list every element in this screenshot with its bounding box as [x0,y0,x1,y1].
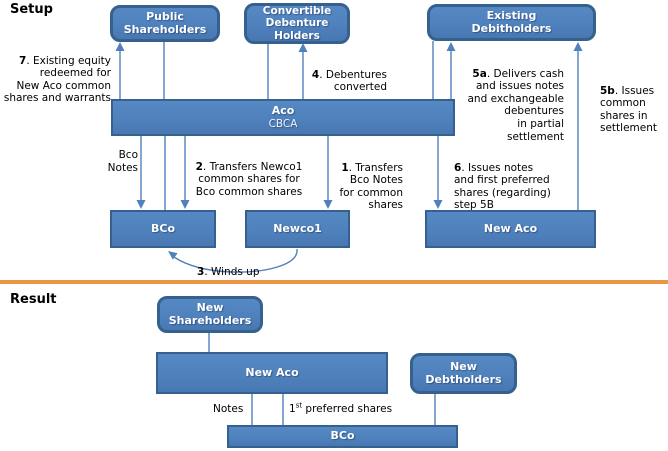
arrowhead-down-step1 [323,200,333,209]
node-aco: Aco CBCA [111,99,455,136]
arrowhead-up-step5a [446,42,456,51]
annotation-step7-text: . Existing equity redeemed for New Aco c… [3,54,111,105]
annotation-step5a: 5a. Delivers cash and issues notes and e… [458,55,564,143]
annotation-step5b-text: . Issues common shares in settlement [600,84,658,135]
annotation-step6-number: 6 [454,161,462,174]
label-notes: Notes [213,403,244,415]
annotation-step3-number: 3 [197,265,205,278]
connector-step3-curve [173,248,298,273]
annotation-step5b-number: 5b [600,84,615,97]
node-aco-subtitle: CBCA [268,117,298,130]
annotation-step6: 6. Issues notes and first preferred shar… [440,149,579,212]
annotation-step4-text: . Debentures converted [319,68,387,94]
node-bco-result: BCo [227,425,458,448]
label-preferred-base: 1 [289,403,296,415]
annotation-step5a-text: . Delivers cash and issues notes and exc… [467,67,564,143]
node-newco1: Newco1 [245,210,350,248]
label-preferred-rest: preferred shares [302,403,393,415]
annotation-step5b: 5b. Issues common shares in settlement [586,72,668,135]
node-convertible-debenture-holders: Convertible Debenture Holders [244,3,350,44]
arrowhead-up-step4 [298,43,308,52]
annotation-step7-number: 7 [19,54,27,67]
node-new-aco-result: New Aco [156,352,388,394]
annotation-bco-notes: Bco Notes [107,149,138,174]
annotation-step1-number: 1 [341,161,349,174]
annotation-step2-number: 2 [195,160,203,173]
annotation-step6-text: . Issues notes and first preferred share… [454,161,551,212]
annotation-step1-text: . Transfers Bco Notes for common shares [339,161,403,212]
node-aco-name: Aco [271,104,295,118]
annotation-step4: 4. Debentures converted [300,56,387,94]
annotation-step4-number: 4 [311,68,320,81]
annotation-step2-text: . Transfers Newco1 common shares for Bco… [195,160,303,198]
node-bco: BCo [110,210,216,248]
section-divider [0,280,668,284]
node-new-aco-setup: New Aco [425,210,596,248]
setup-section-title: Setup [10,2,53,17]
label-preferred-sup: st [295,401,303,410]
annotation-step5a-number: 5a [472,67,487,80]
arrowhead-down-step6 [433,200,443,209]
arrowhead-step3 [168,251,178,260]
annotation-step1: 1. Transfers Bco Notes for common shares [326,149,403,212]
node-public-shareholders: Public Shareholders [110,5,220,42]
label-first-preferred-shares: 1st preferred shares [289,401,393,415]
result-section-title: Result [10,292,57,307]
node-existing-debitholders: Existing Debitholders [427,4,596,41]
annotation-step7: 7. Existing equity redeemed for New Aco … [0,42,111,105]
annotation-step3: 3. Winds up [197,253,277,278]
annotation-step3-text: . Winds up [204,265,260,278]
arrowhead-up-step7 [115,42,125,51]
node-new-shareholders: New Shareholders [157,296,263,333]
arrowhead-down-bconotes [136,200,146,209]
node-new-debtholders: New Debtholders [410,353,517,394]
arrowhead-down-step2 [180,200,190,209]
annotation-step2: 2. Transfers Newco1 common shares for Bc… [186,148,312,198]
arrowhead-up-step5b [573,42,583,51]
